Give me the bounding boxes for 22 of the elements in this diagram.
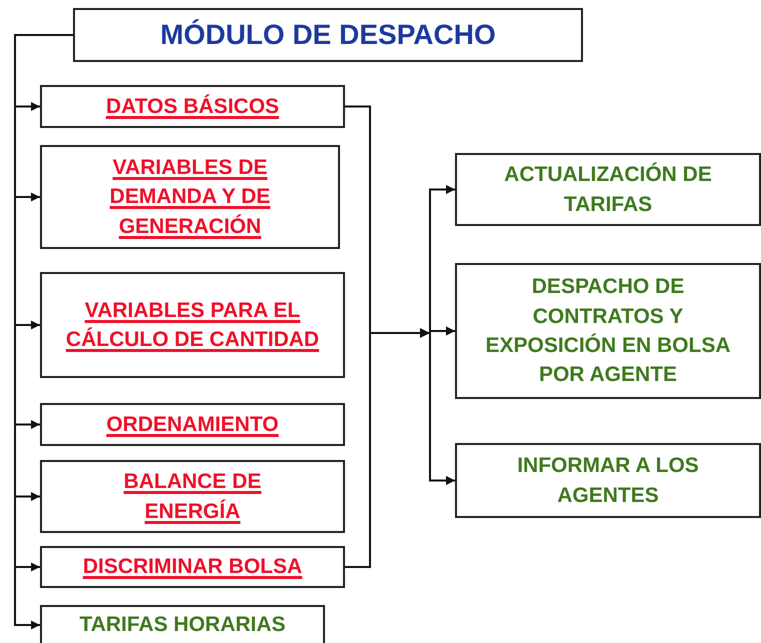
process-box xyxy=(40,85,345,128)
title-box xyxy=(73,8,583,62)
process-box xyxy=(40,145,340,249)
process-box xyxy=(40,403,345,446)
box-label: DESPACHO DE CONTRATOS Y EXPOSICIÓN EN BOLSA POR AGENTE xyxy=(484,274,732,388)
box-label: INFORMAR A LOS AGENTES xyxy=(516,453,700,508)
process-box xyxy=(455,153,761,226)
box-label: ORDENAMIENTO xyxy=(106,412,279,438)
box-label: VARIABLES DE DEMANDA Y DE GENERACIÓN xyxy=(108,154,272,240)
process-box xyxy=(40,605,325,643)
box-label: ACTUALIZACIÓN DE TARIFAS xyxy=(503,161,713,218)
box-label: DISCRIMINAR BOLSA xyxy=(82,554,302,580)
process-box xyxy=(40,460,345,533)
title-text: MÓDULO DE DESPACHO xyxy=(160,18,496,52)
box-label: VARIABLES PARA EL CÁLCULO DE CANTIDAD xyxy=(64,298,320,353)
box-label: TARIFAS HORARIAS xyxy=(79,612,286,638)
process-box xyxy=(40,546,345,588)
process-box xyxy=(455,443,761,518)
process-box xyxy=(455,263,761,399)
box-label: DATOS BÁSICOS xyxy=(106,93,280,120)
process-box xyxy=(40,272,345,378)
box-label: BALANCE DE ENERGÍA xyxy=(122,469,262,524)
